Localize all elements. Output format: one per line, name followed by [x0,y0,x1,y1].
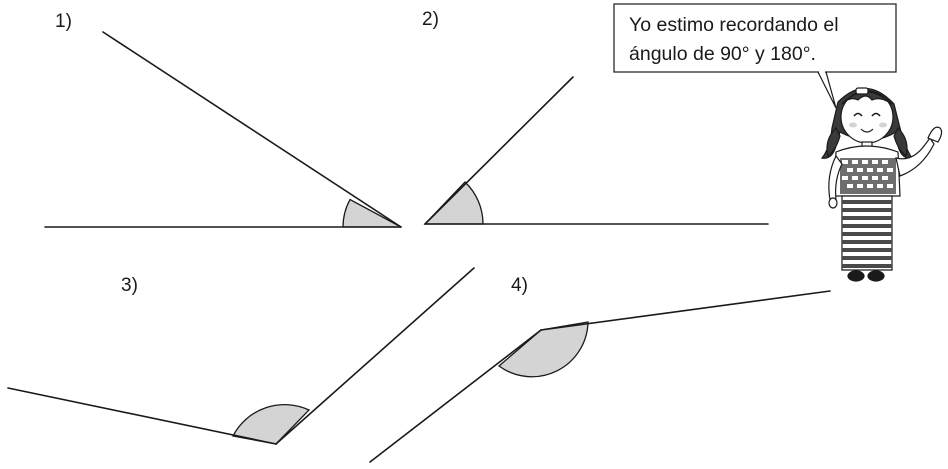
angle-1: 1) [44,11,402,228]
angle-3-label: 3) [121,275,138,296]
angle-4-ray-upper [540,290,831,331]
angle-4: 4) [369,275,831,463]
angle-4-label: 4) [511,275,528,296]
angle-2-label: 2) [422,9,439,30]
girl-illustration [820,87,943,282]
speech-bubble-box [613,3,897,73]
angle-2: 2) [422,9,769,225]
speech-bubble-line-1: Yo estimo recordando el [629,14,839,36]
angle-3-ray-left [7,387,277,445]
angle-2-arc [423,181,484,225]
angle-2-ray-slanted [424,76,574,225]
speech-bubble: Yo estimo recordando el ángulo de 90° y … [613,3,897,109]
angle-4-arc [497,321,589,378]
angle-3-ray-right [275,267,475,445]
speech-bubble-pointer [817,71,837,109]
angle-3-arc [232,403,311,445]
angle-4-ray-lower [369,329,542,463]
speech-bubble-line-2: ángulo de 90° y 180°. [629,43,816,65]
angle-1-ray-slanted [102,31,402,228]
angle-1-label: 1) [55,11,72,32]
angle-3: 3) [7,267,475,445]
angle-1-arc [342,198,402,228]
